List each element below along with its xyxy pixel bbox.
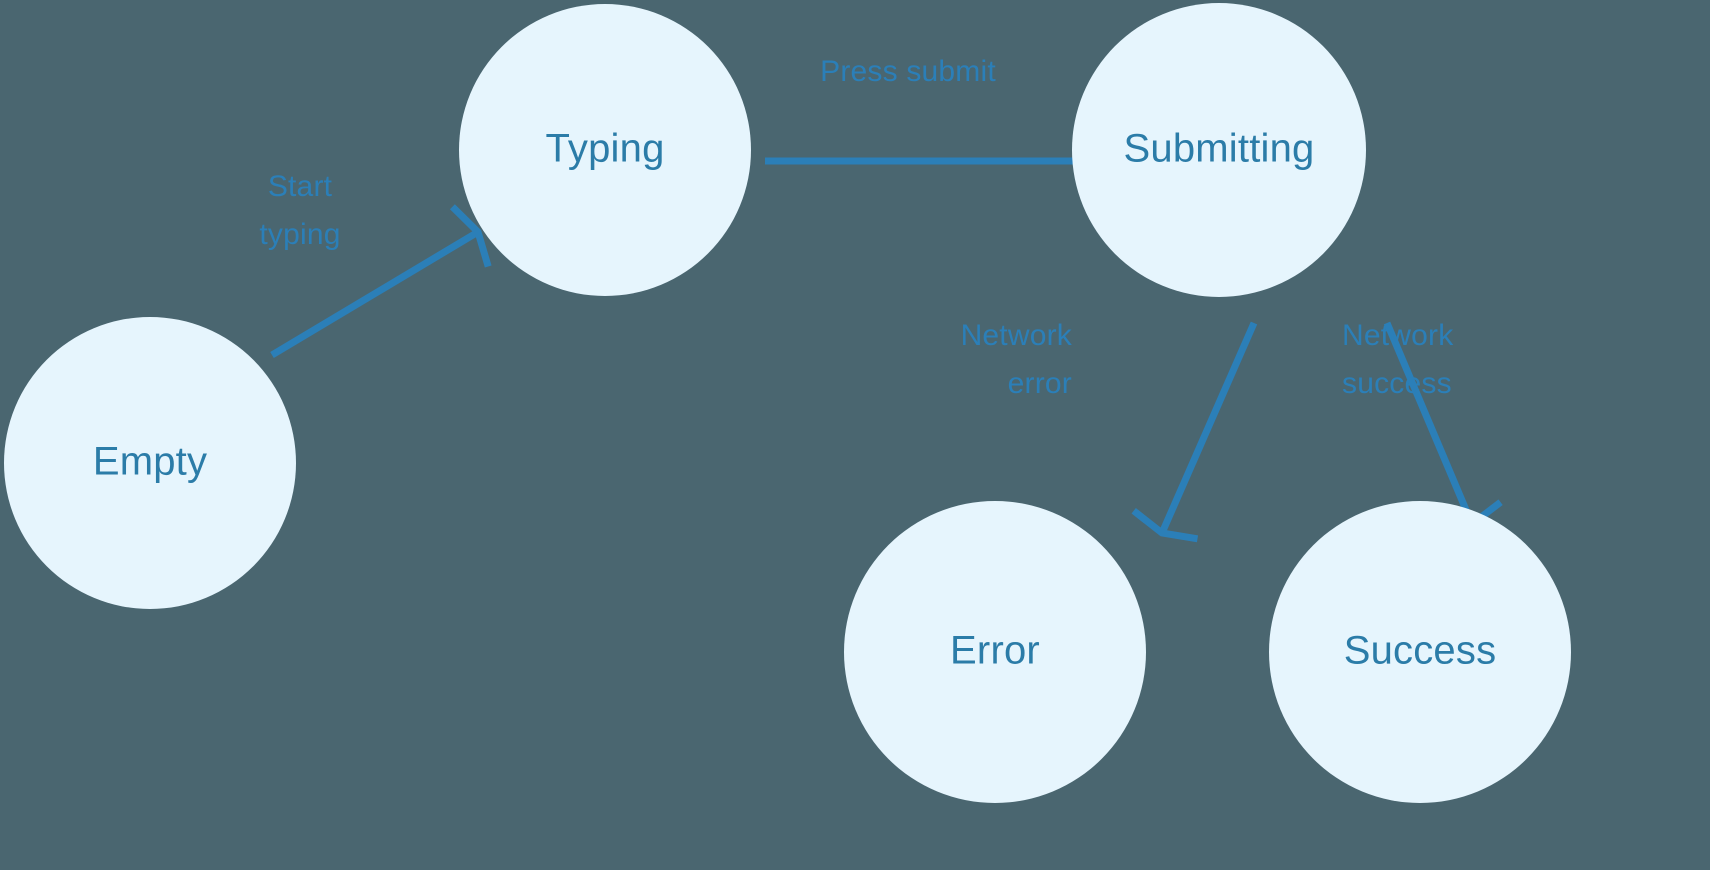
state-node-label: Success <box>1344 629 1497 673</box>
state-node-submitting[interactable]: Submitting <box>1072 3 1366 297</box>
edge-submitting-to-success <box>1383 321 1503 533</box>
state-node-success[interactable]: Success <box>1269 501 1571 803</box>
edge-submitting-to-error <box>1131 321 1258 543</box>
edge-label-line: Network <box>1342 319 1454 352</box>
edge-label-submitting-to-error: Network error <box>961 319 1073 400</box>
edge-label-empty-to-typing: Start typing <box>259 170 340 251</box>
edge-label-line: Press submit <box>820 55 996 88</box>
state-node-empty[interactable]: Empty <box>4 317 296 609</box>
edges-layer <box>270 125 1503 543</box>
state-node-label: Submitting <box>1124 127 1315 171</box>
edge-label-submitting-to-success: Network success <box>1342 319 1454 400</box>
state-node-typing[interactable]: Typing <box>459 4 751 296</box>
state-node-label: Typing <box>545 127 664 171</box>
state-node-circle[interactable] <box>459 4 751 296</box>
state-node-circle[interactable] <box>1269 501 1571 803</box>
edge-label-line: Network <box>961 319 1073 352</box>
state-node-circle[interactable] <box>1072 3 1366 297</box>
state-node-circle[interactable] <box>844 501 1146 803</box>
state-node-label: Empty <box>93 440 207 484</box>
edge-line <box>270 228 480 359</box>
edge-label-line: typing <box>259 218 340 251</box>
edge-label-typing-to-submitting: Press submit <box>820 55 996 88</box>
edge-empty-to-typing <box>270 204 492 359</box>
edge-label-line: error <box>1008 367 1072 400</box>
arrowhead-icon <box>449 204 492 268</box>
edge-label-line: Start <box>268 170 333 203</box>
edge-line <box>1383 321 1476 526</box>
state-node-label: Error <box>950 629 1040 673</box>
edge-label-line: success <box>1342 367 1452 400</box>
state-node-circle[interactable] <box>4 317 296 609</box>
arrowhead-icon <box>1131 508 1199 543</box>
edge-line <box>1158 321 1258 535</box>
state-node-error[interactable]: Error <box>844 501 1146 803</box>
